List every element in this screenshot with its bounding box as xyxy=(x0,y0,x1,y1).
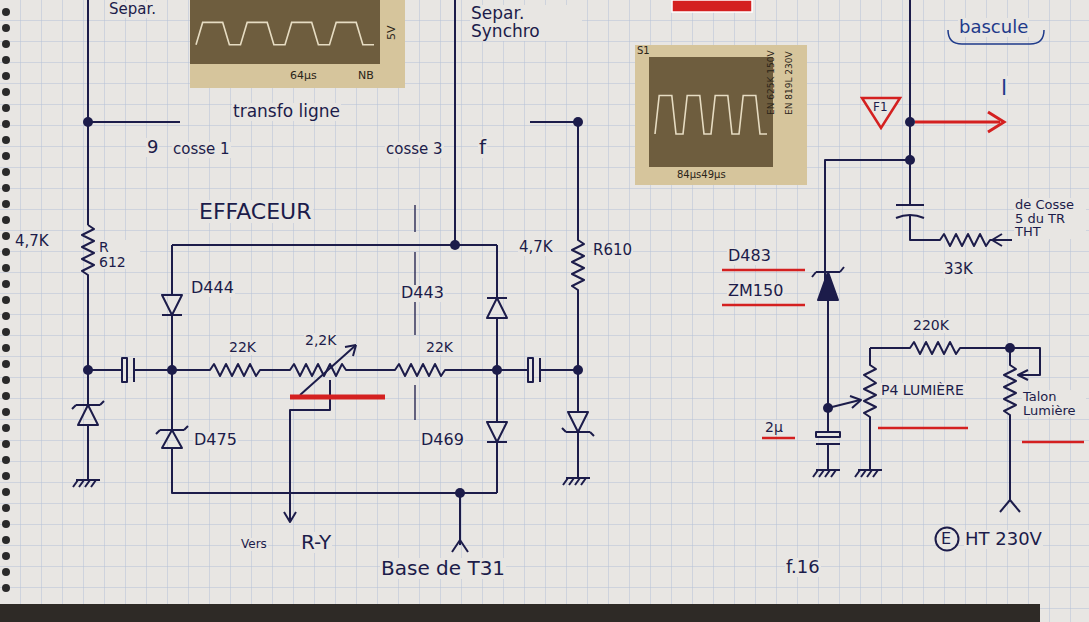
schematic-label: R-Y xyxy=(300,532,332,553)
schematic-label: 4,7K xyxy=(14,234,50,250)
schematic-label: 9 xyxy=(146,138,159,157)
node-text: S1 xyxy=(637,46,650,56)
node-text: EN 625K 150V xyxy=(767,50,776,115)
schematic-label: P4 LUMIÈRE xyxy=(880,383,972,398)
page-edge xyxy=(0,604,1040,622)
schematic-label: R610 xyxy=(592,243,633,259)
triangle-outline xyxy=(862,98,900,128)
schematic-label: Base de T31 xyxy=(380,558,506,579)
schematic-label: D483 xyxy=(727,248,772,265)
schematic-label: 33K xyxy=(943,262,974,278)
schematic-label: D475 xyxy=(193,432,238,449)
schematic-label: Separ. Synchro xyxy=(470,5,582,41)
schematic-label: EFFACEUR xyxy=(198,200,313,223)
schematic-label: 4,7K xyxy=(518,240,554,256)
left-circuit xyxy=(72,0,594,552)
photo-screen xyxy=(649,57,773,167)
schematic-label: D444 xyxy=(190,280,235,297)
schematic-label: bascule xyxy=(958,18,1029,37)
schematic-label: cosse 3 xyxy=(385,142,444,158)
node-shape xyxy=(635,45,807,185)
schematic-label: Separ. xyxy=(108,2,157,18)
waveform xyxy=(196,22,374,44)
schematic-label: R 612 xyxy=(98,240,140,269)
schematic-label: Vers xyxy=(240,538,268,551)
schematic-label: 22K xyxy=(425,340,454,355)
schematic-label: HT 230V xyxy=(964,530,1043,549)
photo-frame xyxy=(190,0,405,88)
photo-frame xyxy=(635,45,807,185)
schematic-label: 2µ xyxy=(764,420,784,435)
schematic-label: Talon Lumière xyxy=(1022,390,1086,417)
marker-triangle: F1 xyxy=(860,96,902,130)
waveform xyxy=(655,96,767,135)
circle-outline xyxy=(936,528,959,551)
schematic-label: D443 xyxy=(400,285,445,302)
node-text: 5V xyxy=(386,25,397,40)
schematic-label: 22K xyxy=(228,340,257,355)
schematic-label: 220K xyxy=(912,318,950,333)
schematic-label: transfo ligne xyxy=(232,103,341,121)
node-text: 64µs xyxy=(290,70,317,81)
photo-screen xyxy=(190,0,380,64)
schematic-label: D469 xyxy=(420,432,465,449)
red-tag xyxy=(672,0,752,12)
scope-photo: 5V 64µs NB xyxy=(190,0,405,88)
junction-dots xyxy=(83,117,1015,498)
node-text: 84µs49µs xyxy=(677,170,726,180)
node-text: EN 819L 230V xyxy=(785,51,794,115)
schematic-label: cosse 1 xyxy=(172,142,231,158)
node-text: NB xyxy=(358,70,374,81)
spiral-holes xyxy=(2,8,10,592)
schematic-label: l xyxy=(1000,76,1008,99)
marker-circle: E xyxy=(934,526,960,552)
schematic-label: ZM150 xyxy=(727,283,784,300)
scope-photo: S1 84µs49µs EN 625K 150V EN 819L 230V xyxy=(635,45,807,185)
schematic-label: 2,2K xyxy=(304,333,337,348)
right-circuit xyxy=(812,0,1040,512)
schematic-label: f.16 xyxy=(785,558,821,577)
schematic-label: de Cosse 5 du TR THT xyxy=(1014,198,1086,239)
schematic-label: f xyxy=(478,137,487,158)
node-text: E xyxy=(941,531,951,547)
node-text: F1 xyxy=(873,101,888,113)
